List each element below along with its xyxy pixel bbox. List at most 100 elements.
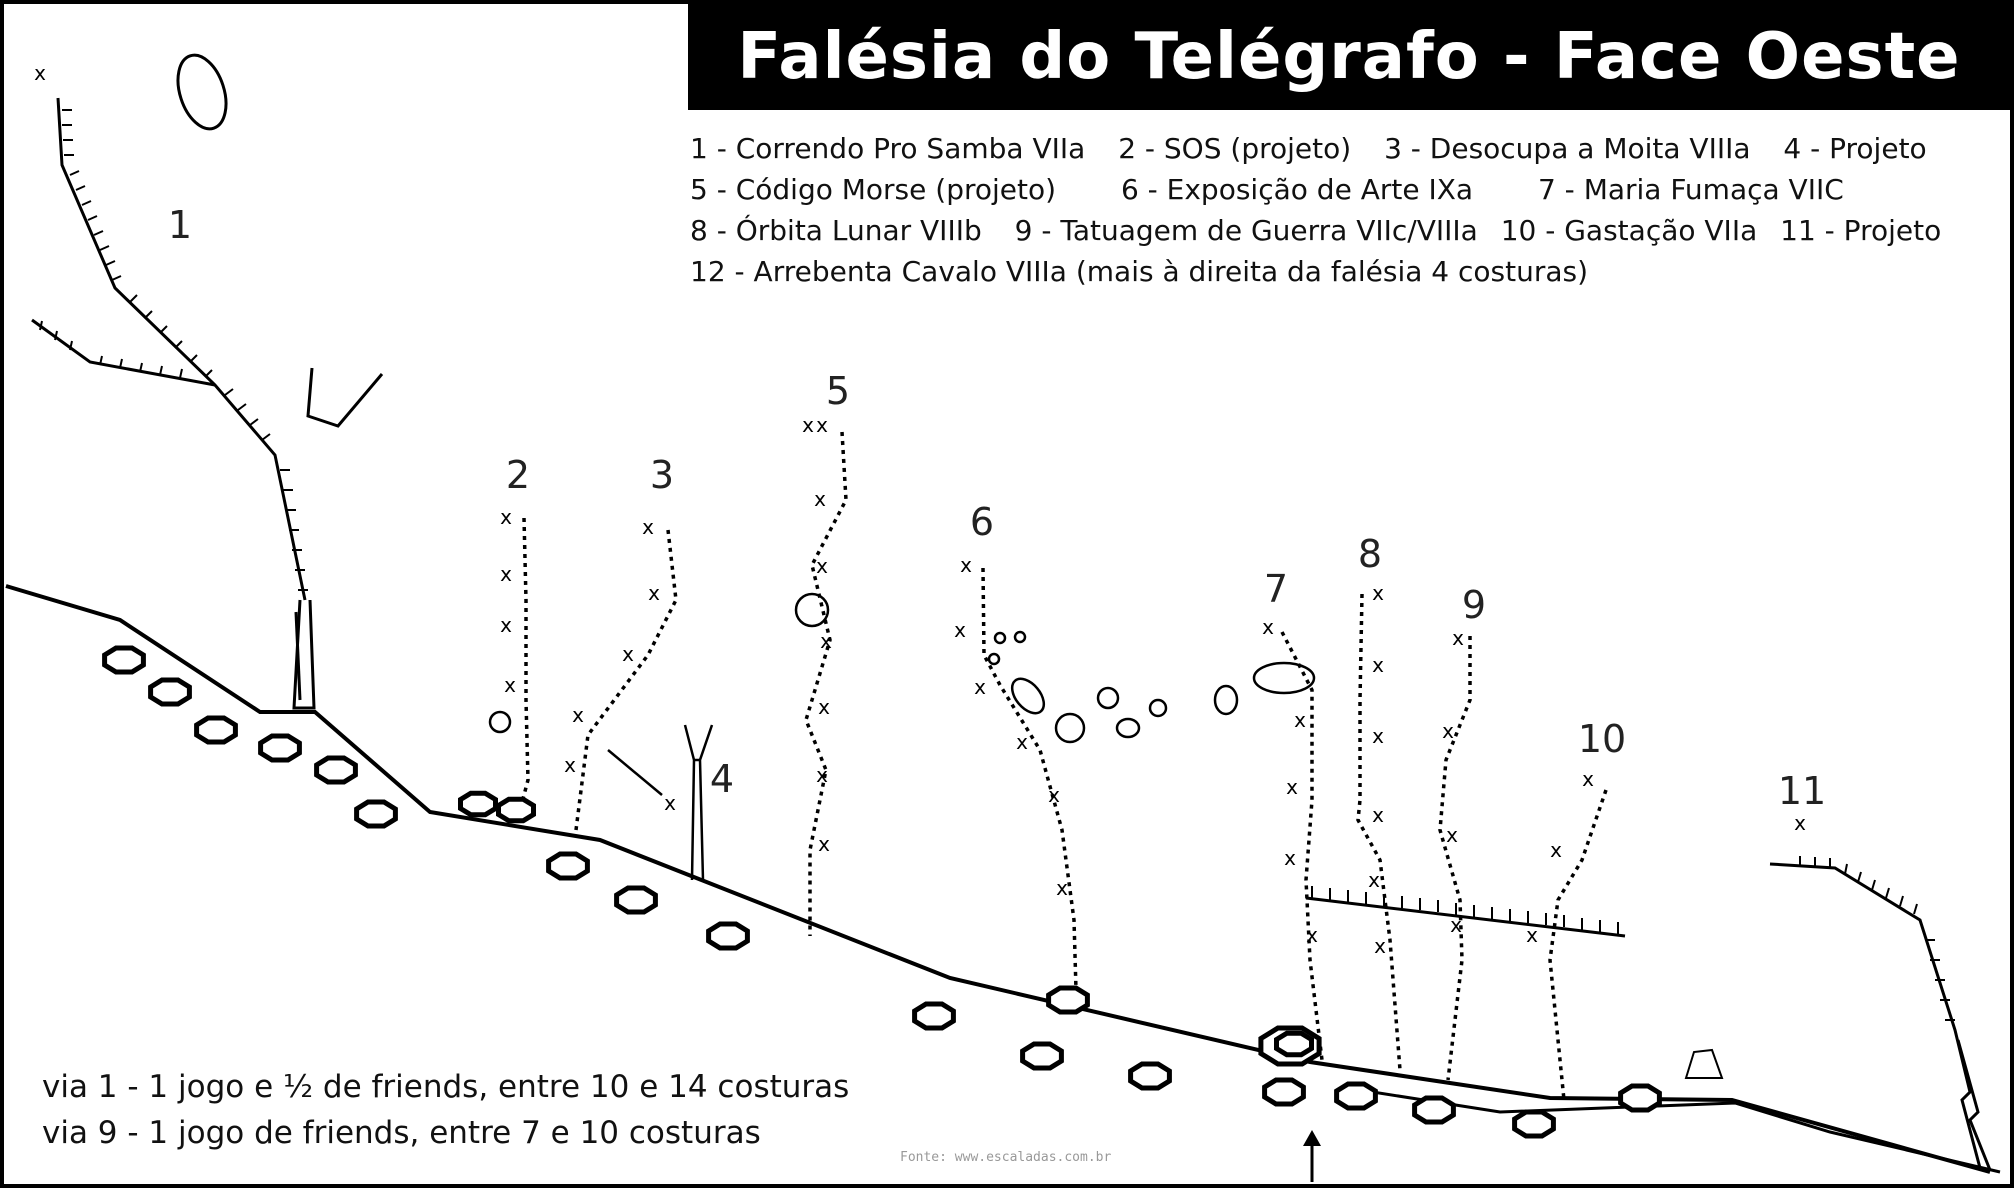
gear-notes: via 1 - 1 jogo e ½ de friends, entre 10 … xyxy=(42,1064,849,1156)
bolt-mark: x xyxy=(1450,913,1462,937)
boulder xyxy=(1128,1061,1172,1091)
boulder xyxy=(614,885,658,915)
bolt-mark: x xyxy=(564,753,576,777)
bolt-mark: x xyxy=(622,642,634,666)
route-10-line xyxy=(1548,789,1608,1101)
bolt-mark: x xyxy=(1372,803,1384,827)
legend-item: 10 - Gastação VIIa xyxy=(1500,214,1758,247)
bolt-mark: x xyxy=(816,554,828,578)
bolt-mark: x xyxy=(1284,846,1296,870)
bolt-mark: x xyxy=(1446,823,1458,847)
bolt-mark: x xyxy=(960,553,972,577)
legend-item: 5 - Código Morse (projeto) xyxy=(690,173,1057,206)
boulder xyxy=(546,851,590,881)
bolt-mark: x xyxy=(34,61,46,85)
boulder xyxy=(1412,1095,1456,1125)
bolt-mark: x xyxy=(1016,730,1028,754)
roof-hatch xyxy=(1311,886,1619,934)
bolt-mark: x xyxy=(500,562,512,586)
legend-item: 8 - Órbita Lunar VIIIb xyxy=(690,214,982,247)
legend-item: 6 - Exposição de Arte IXa xyxy=(1120,173,1474,206)
legend-item: 12 - Arrebenta Cavalo VIIIa (mais à dire… xyxy=(690,255,1589,288)
bolt-mark: x xyxy=(816,413,828,437)
bolt-mark: x xyxy=(1056,876,1068,900)
route-7-line xyxy=(1280,631,1324,1061)
bolt-mark: x xyxy=(1262,615,1274,639)
bolt-mark: x xyxy=(818,832,830,856)
bolt-mark: x xyxy=(802,413,814,437)
bolt-mark: x xyxy=(1372,653,1384,677)
boulders xyxy=(102,645,1662,1139)
boulder xyxy=(706,921,750,951)
legend-item: 9 - Tatuagem de Guerra VIIc/VIIIa xyxy=(1014,214,1478,247)
legend-item: 11 - Projeto xyxy=(1780,214,1942,247)
legend-item: 7 - Maria Fumaça VIIC xyxy=(1537,173,1844,206)
route-number-2: 2 xyxy=(506,453,530,497)
bolt-mark: x xyxy=(814,487,826,511)
route-5-line xyxy=(804,431,848,936)
bolt-mark: x xyxy=(504,673,516,697)
route-number-5: 5 xyxy=(826,369,850,413)
bolt-mark: x xyxy=(500,613,512,637)
boulder xyxy=(1512,1109,1556,1139)
route-number-9: 9 xyxy=(1462,583,1486,627)
boulder xyxy=(1262,1077,1306,1107)
route-number-1: 1 xyxy=(168,203,192,247)
bolt-mark: x xyxy=(1374,934,1386,958)
bolt-mark: x xyxy=(816,763,828,787)
gear-note-route-9: via 9 - 1 jogo de friends, entre 7 e 10 … xyxy=(42,1115,761,1151)
route-number-6: 6 xyxy=(970,500,994,544)
route-11-crack xyxy=(1769,862,1992,1171)
route-9-line xyxy=(1438,636,1472,1081)
route-legend: 1 - Correndo Pro Samba VIIa 2 - SOS (pro… xyxy=(690,128,2010,292)
bolt-mark: x xyxy=(1372,724,1384,748)
roof-overhang xyxy=(1305,896,1626,938)
bolt-mark: x xyxy=(1048,783,1060,807)
boulder xyxy=(1274,1030,1314,1058)
legend-row: 5 - Código Morse (projeto) 6 - Exposição… xyxy=(690,169,2010,210)
boulder xyxy=(1334,1081,1378,1111)
boulder xyxy=(354,799,398,829)
approach-arrow-icon xyxy=(1303,1130,1321,1182)
bolt-mark: x xyxy=(1526,923,1538,947)
bolt-mark: x xyxy=(1794,811,1806,835)
route-1-flake xyxy=(306,367,384,428)
route-number-7: 7 xyxy=(1264,567,1288,611)
legend-item: 2 - SOS (projeto) xyxy=(1118,132,1352,165)
bolt-mark: x xyxy=(1452,626,1464,650)
boulder xyxy=(1618,1083,1662,1113)
boulder xyxy=(258,733,302,763)
bolt-mark: x xyxy=(1306,923,1318,947)
route-8-line xyxy=(1356,593,1402,1071)
bolt-mark: x xyxy=(1286,775,1298,799)
bolt-mark: x xyxy=(954,618,966,642)
boulder xyxy=(148,677,192,707)
route-number-10: 10 xyxy=(1578,717,1626,761)
route-number-8: 8 xyxy=(1358,532,1382,576)
route-number-3: 3 xyxy=(650,453,674,497)
bolt-mark: x xyxy=(1550,838,1562,862)
boulder xyxy=(912,1001,956,1031)
bolt-mark: x xyxy=(1368,868,1380,892)
boulder xyxy=(1020,1041,1064,1071)
legend-item: 3 - Desocupa a Moita VIIIa xyxy=(1384,132,1751,165)
bolt-mark: x xyxy=(1294,708,1306,732)
boulder xyxy=(314,755,358,785)
bolt-mark: x xyxy=(664,791,676,815)
bolt-mark: x xyxy=(818,695,830,719)
legend-row: 1 - Correndo Pro Samba VIIa 2 - SOS (pro… xyxy=(690,128,2010,169)
wall-pockets xyxy=(488,592,1316,744)
bolt-mark: x xyxy=(820,629,832,653)
route-1-crack-hatch xyxy=(39,109,308,591)
ground-line xyxy=(5,584,1991,1174)
boulder xyxy=(1046,985,1090,1015)
bolt-mark: x xyxy=(1442,719,1454,743)
boulder xyxy=(194,715,238,745)
route-6-line xyxy=(981,567,1078,991)
source-credit: Fonte: www.escaladas.com.br xyxy=(900,1150,1112,1165)
belay-sign xyxy=(1684,1048,1724,1079)
bolt-mark: x xyxy=(1372,581,1384,605)
